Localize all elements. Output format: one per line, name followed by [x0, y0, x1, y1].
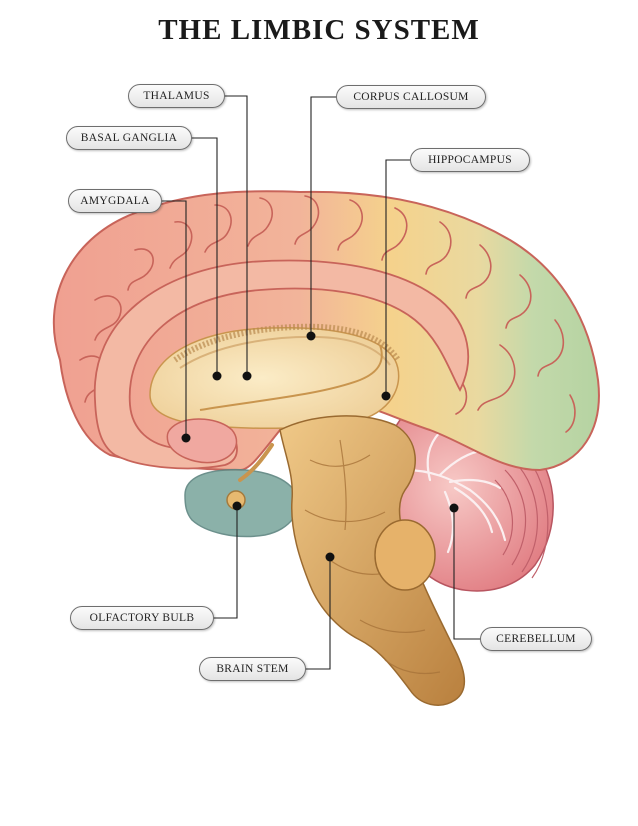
- label-corpus-callosum: CORPUS CALLOSUM: [336, 85, 486, 109]
- amygdala-dot: [182, 434, 191, 443]
- label-olfactory-bulb: OLFACTORY BULB: [70, 606, 214, 630]
- corpus-callosum-dot: [307, 332, 316, 341]
- label-hippocampus: HIPPOCAMPUS: [410, 148, 530, 172]
- label-cerebellum: CEREBELLUM: [480, 627, 592, 651]
- thalamus-dot: [243, 372, 252, 381]
- label-thalamus: THALAMUS: [128, 84, 225, 108]
- label-brain-stem: BRAIN STEM: [199, 657, 306, 681]
- label-amygdala: AMYGDALA: [68, 189, 162, 213]
- olfactory-bulb-dot: [233, 502, 242, 511]
- hippocampus-dot: [382, 392, 391, 401]
- basal-ganglia-dot: [213, 372, 222, 381]
- label-basal-ganglia: BASAL GANGLIA: [66, 126, 192, 150]
- cerebellum-dot: [450, 504, 459, 513]
- brain-stem-dot: [326, 553, 335, 562]
